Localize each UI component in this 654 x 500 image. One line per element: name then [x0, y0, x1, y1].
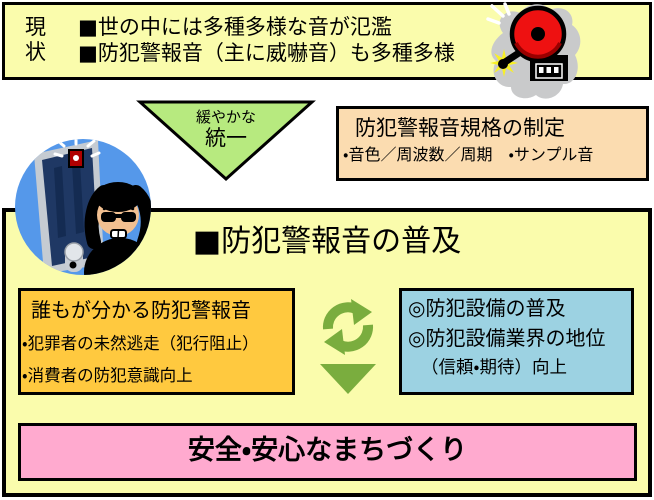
down-arrow-icon [320, 364, 376, 394]
recognizable-alarm-bullet-2: ・消費者の防犯意識向上 [22, 366, 193, 385]
bell-dome-shade [514, 42, 562, 59]
standard-box-title: 防犯警報音規格の制定 [355, 116, 565, 140]
bell-motion-dashes [486, 2, 511, 25]
status-line-2: ■防犯警報音（主に威嚇音）も多種多様 [78, 40, 455, 65]
burglar-eyebrows [102, 206, 135, 211]
unification-label-bottom: 統一 [205, 126, 247, 150]
recognizable-alarm-bullet-1: ・犯罪者の未然逃走（犯行阻止） [22, 334, 259, 353]
burglar-mouth [110, 229, 127, 239]
cycle-arrows-icon [322, 299, 374, 355]
status-label-char-2: 状 [25, 40, 46, 64]
alarm-bell-icon [486, 2, 581, 99]
door-handle [64, 242, 84, 272]
goal-box: 安全・安心なまちづくり [18, 423, 637, 481]
burglar-figure [84, 182, 151, 275]
status-lines: ■世の中には多種多様な音が氾濫 ■防犯警報音（主に威嚇音）も多種多様 [78, 15, 455, 66]
burglar-sunglasses [101, 212, 136, 222]
unification-label: 緩やかな 統一 [136, 108, 316, 150]
door [34, 139, 104, 274]
equipment-line-3: （信頼・期待）向上 [421, 358, 567, 378]
standard-box: 防犯警報音規格の制定 ・音色／周波数／周期 ・サンプル音 [336, 106, 649, 181]
equipment-line-1: ◎防犯設備の普及 [408, 296, 566, 320]
burglar-at-door-icon [15, 139, 151, 275]
spread-section-title: ■防犯警報音の普及 [192, 224, 462, 259]
equipment-line-2: ◎防犯設備業界の地位 [408, 326, 606, 350]
goal-label: 安全・安心なまちづくり [187, 435, 468, 466]
gradual-unification-triangle: 緩やかな 統一 [136, 100, 316, 182]
down-triangle-shape [136, 100, 316, 182]
status-line-1: ■世の中には多種多様な音が氾濫 [78, 15, 392, 39]
bell-hammer-knob [498, 59, 508, 69]
recognizable-alarm-title: 誰もが分かる防犯警報音 [31, 298, 251, 322]
recognizable-alarm-box: 誰もが分かる防犯警報音 ・犯罪者の未然逃走（犯行阻止） ・消費者の防犯意識向上 [18, 288, 295, 395]
standard-box-items: ・音色／周波数／周期 ・サンプル音 [343, 145, 594, 164]
unification-label-top: 緩やかな [195, 108, 256, 126]
status-label: 現 状 [25, 15, 46, 65]
equipment-effect-box: ◎防犯設備の普及 ◎防犯設備業界の地位 （信頼・期待）向上 [399, 288, 634, 395]
status-label-char-1: 現 [25, 15, 46, 39]
bell-center-dot [531, 27, 545, 41]
